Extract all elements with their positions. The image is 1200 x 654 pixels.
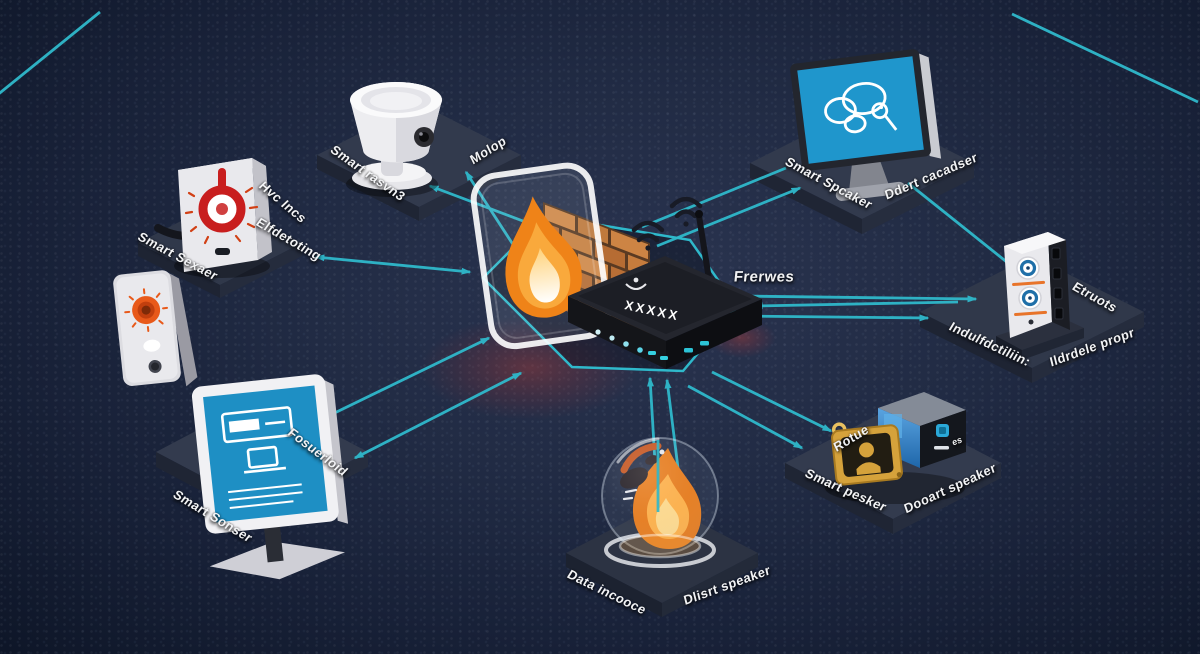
router: XXXXX xyxy=(568,210,762,369)
arrow-to-br-1 xyxy=(711,370,833,433)
security-camera-icon xyxy=(346,82,442,197)
corner-line-tl xyxy=(0,10,101,95)
tower-dials xyxy=(1012,256,1047,325)
flame-icon xyxy=(505,196,582,318)
dial-panel-icon xyxy=(113,270,198,387)
corner-line-tr xyxy=(1011,12,1199,104)
router-leds xyxy=(595,329,709,360)
arrow-to-sensor xyxy=(314,254,472,275)
arrow-to-bl-monitor-2 xyxy=(353,371,523,460)
gold-badge-icon xyxy=(825,392,966,504)
gold-tag xyxy=(831,422,903,486)
line-monitor-to-tower xyxy=(907,181,1009,265)
dial-rays xyxy=(124,288,169,332)
cloud-screen-icon xyxy=(790,49,942,201)
arrow-to-br-2 xyxy=(687,384,804,450)
label-firewall: Frerwes xyxy=(732,268,796,286)
arrow-to-tower-1 xyxy=(736,294,978,303)
screen-doodle xyxy=(220,406,303,509)
hub-tower-icon xyxy=(996,232,1084,360)
arrow-from-tower xyxy=(752,300,959,310)
arrow-to-tower-2 xyxy=(741,314,930,322)
cloud-doodle xyxy=(824,81,898,134)
fire-dome-icon xyxy=(601,437,719,568)
monitor-icon xyxy=(191,374,349,580)
thermometer-icon xyxy=(154,158,272,278)
line-to-tr-monitor xyxy=(641,166,787,229)
arrow-to-tr-monitor xyxy=(656,186,802,248)
wifi-icon xyxy=(631,196,703,251)
thermometer-ticks xyxy=(184,186,259,245)
tower-side-icons xyxy=(1051,247,1064,320)
router-logo xyxy=(625,277,647,290)
